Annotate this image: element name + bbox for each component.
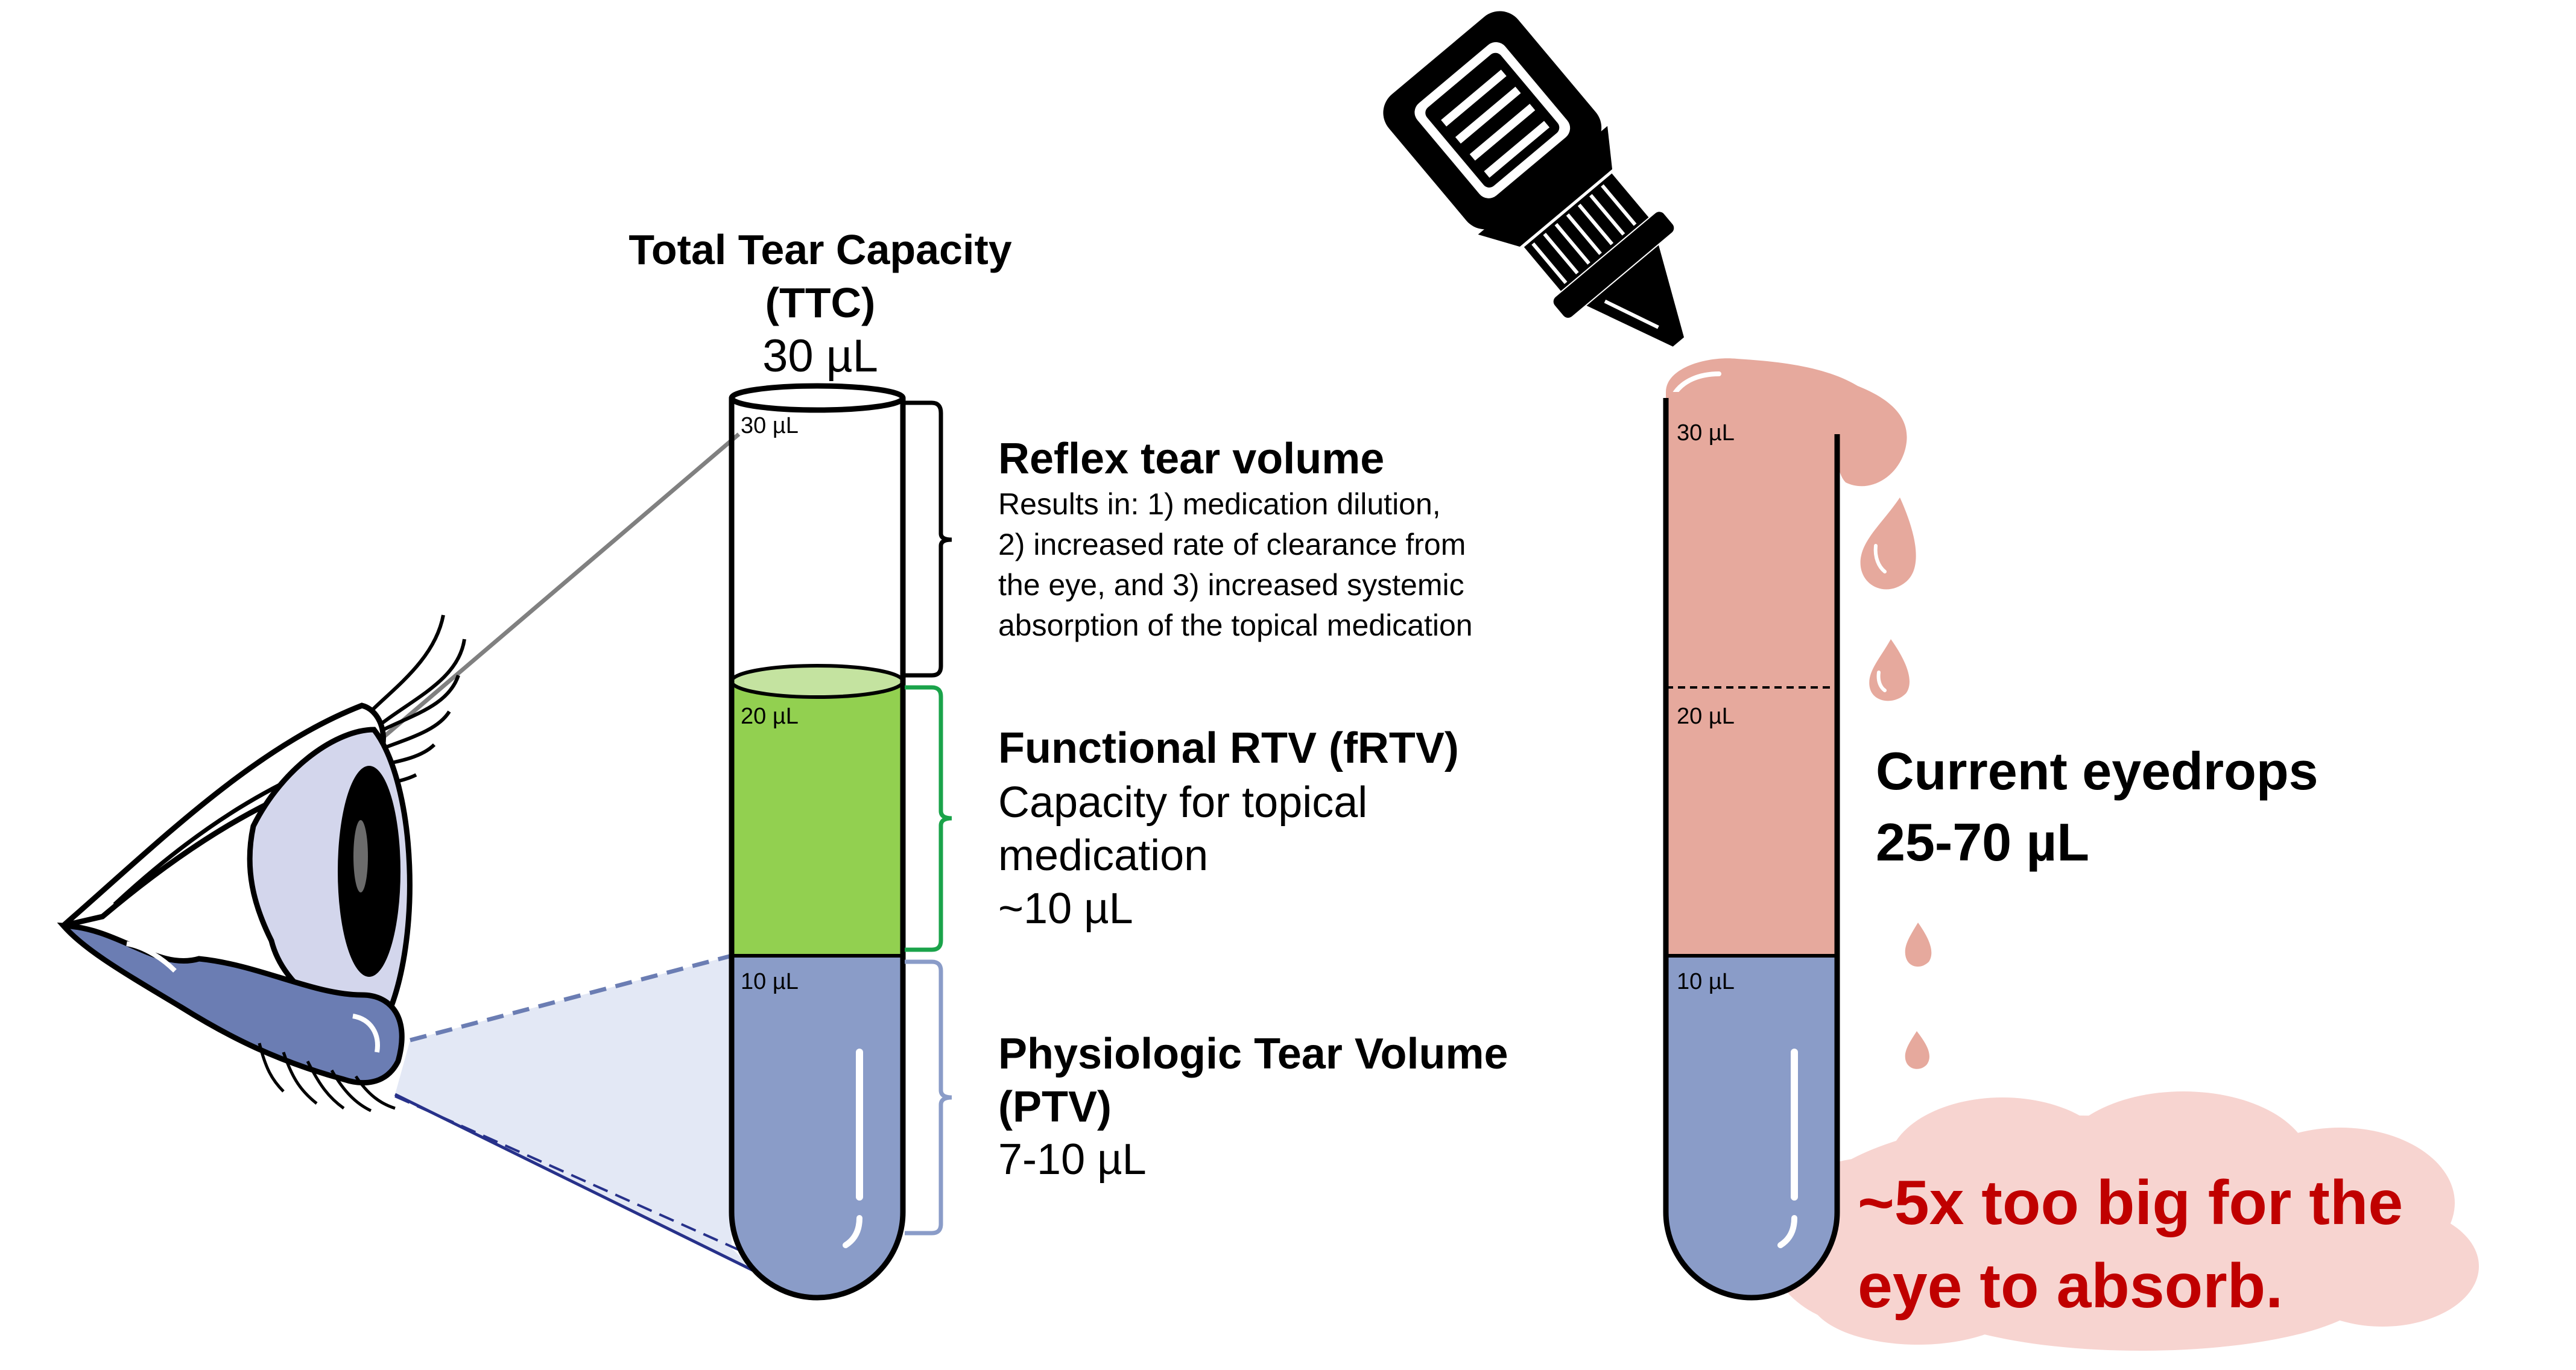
reflex-bracket	[905, 400, 952, 678]
eyedrop-bottle-icon	[1383, 11, 1685, 347]
frtv-bracket	[905, 685, 952, 952]
ttc-title-line1: Total Tear Capacity	[628, 226, 1012, 273]
eye-projection	[348, 432, 758, 1274]
frtv-title: Functional RTV (fRTV)	[998, 724, 1459, 772]
reflex-line-3: the eye, and 3) increased systemic	[998, 568, 1464, 602]
eye-icon	[57, 614, 466, 1113]
overflow-fluid	[1666, 358, 1907, 487]
drop-fluid	[1666, 392, 1837, 956]
ptv-fluid-right	[1666, 956, 1837, 1298]
ttc-title-line2: (TTC)	[765, 279, 876, 326]
warning-line-1: ~5x too big for the	[1858, 1168, 2404, 1238]
ptv-title-line2: (PTV)	[998, 1083, 1112, 1131]
tick-label-20-right: 20 µL	[1677, 704, 1735, 729]
reflex-line-2: 2) increased rate of clearance from	[998, 528, 1466, 561]
frtv-line-1: Capacity for topical	[998, 778, 1368, 827]
ptv-bracket	[905, 959, 952, 1236]
tube-opening	[729, 383, 906, 413]
ptv-title-line1: Physiologic Tear Volume	[998, 1030, 1508, 1078]
reflex-title: Reflex tear volume	[998, 435, 1385, 483]
tick-label-10-right: 10 µL	[1677, 969, 1735, 994]
eyedrops-title: Current eyedrops	[1876, 741, 2318, 801]
tick-label-30: 30 µL	[741, 413, 799, 438]
frtv-fluid	[732, 681, 903, 956]
frtv-line-2: medication	[998, 832, 1209, 880]
left-tube: 30 µL 20 µL 10 µL	[729, 383, 906, 1301]
tick-label-20: 20 µL	[741, 704, 799, 729]
right-tube: 30 µL 20 µL 10 µL	[1663, 392, 1840, 1301]
warning-line-2: eye to absorb.	[1858, 1251, 2283, 1321]
tick-label-10: 10 µL	[741, 969, 799, 994]
frtv-volume: ~10 µL	[998, 885, 1133, 933]
warning-cloud	[1767, 1091, 2479, 1351]
eyedrops-volume: 25-70 µL	[1876, 812, 2089, 872]
frtv-surface	[730, 664, 905, 699]
reflex-line-1: Results in: 1) medication dilution,	[998, 487, 1441, 521]
ptv-fluid	[732, 956, 903, 1298]
tick-label-30-right: 30 µL	[1677, 420, 1735, 446]
ptv-volume: 7-10 µL	[998, 1135, 1147, 1184]
ttc-volume: 30 µL	[762, 330, 878, 382]
reflex-line-4: absorption of the topical medication	[998, 608, 1473, 642]
